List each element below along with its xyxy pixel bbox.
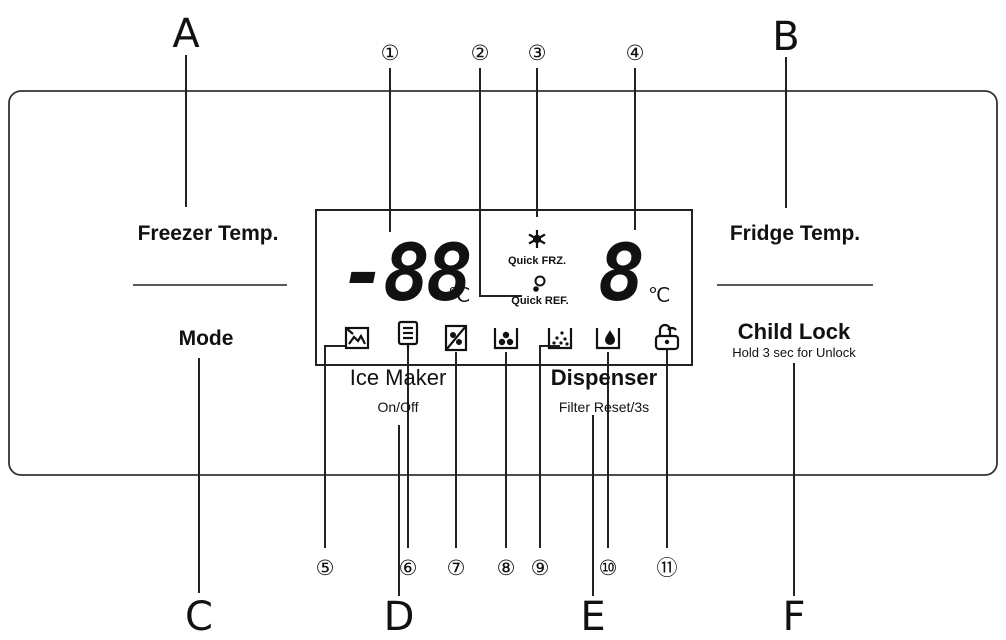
fridge-temp-button[interactable]: Fridge Temp. bbox=[730, 222, 860, 245]
callout-1: ① bbox=[381, 41, 400, 65]
mode-button[interactable]: Mode bbox=[179, 327, 234, 350]
callout-f: F bbox=[782, 594, 805, 640]
ice-maker-hint: On/Off bbox=[378, 399, 419, 415]
water-icon bbox=[595, 328, 621, 350]
dispenser-hint: Filter Reset/3s bbox=[559, 399, 649, 415]
callout-3: ③ bbox=[528, 41, 547, 65]
callout-11: ⑪ bbox=[657, 556, 678, 580]
ice-off-icon bbox=[444, 324, 468, 352]
leader-2 bbox=[479, 68, 522, 297]
callout-c: C bbox=[185, 594, 213, 640]
callout-8: ⑧ bbox=[497, 556, 516, 580]
callout-e: E bbox=[580, 594, 605, 640]
mode-icon bbox=[344, 326, 370, 350]
callout-4: ④ bbox=[626, 41, 645, 65]
fridge-unit: ℃ bbox=[648, 285, 670, 307]
freezer-unit: ℃ bbox=[448, 285, 470, 307]
child-lock-button[interactable]: Child Lock bbox=[738, 319, 851, 344]
callout-10: ⑩ bbox=[599, 556, 618, 580]
freezer-temp-button[interactable]: Freezer Temp. bbox=[138, 222, 279, 245]
freezer-temp-readout: -88 bbox=[340, 229, 470, 319]
leader-5 bbox=[324, 345, 346, 548]
quick-ref-label: Quick REF. bbox=[511, 295, 568, 307]
callout-b: B bbox=[772, 14, 799, 60]
ice-maker-button[interactable]: Ice Maker bbox=[350, 365, 447, 390]
quick-frz-label: Quick FRZ. bbox=[508, 255, 566, 267]
callout-9: ⑨ bbox=[531, 556, 550, 580]
leader-9 bbox=[539, 345, 560, 548]
display-window bbox=[315, 209, 693, 366]
crushed-ice-icon bbox=[547, 328, 573, 350]
snowflake-icon bbox=[528, 230, 546, 248]
fridge-temp-readout: 8 bbox=[598, 229, 645, 319]
dispenser-button[interactable]: Dispenser bbox=[551, 365, 658, 390]
callout-6: ⑥ bbox=[399, 556, 418, 580]
filter-icon bbox=[397, 320, 419, 349]
panel-outline bbox=[8, 90, 998, 476]
ice-cubes-icon bbox=[493, 328, 519, 350]
callout-7: ⑦ bbox=[447, 556, 466, 580]
callout-d: D bbox=[384, 594, 415, 640]
quick-ref-icon bbox=[533, 275, 546, 292]
child-lock-hint: Hold 3 sec for Unlock bbox=[732, 345, 856, 360]
callout-2: ② bbox=[471, 41, 490, 65]
callout-a: A bbox=[172, 11, 200, 57]
lock-icon bbox=[654, 323, 680, 351]
callout-5: ⑤ bbox=[316, 556, 335, 580]
